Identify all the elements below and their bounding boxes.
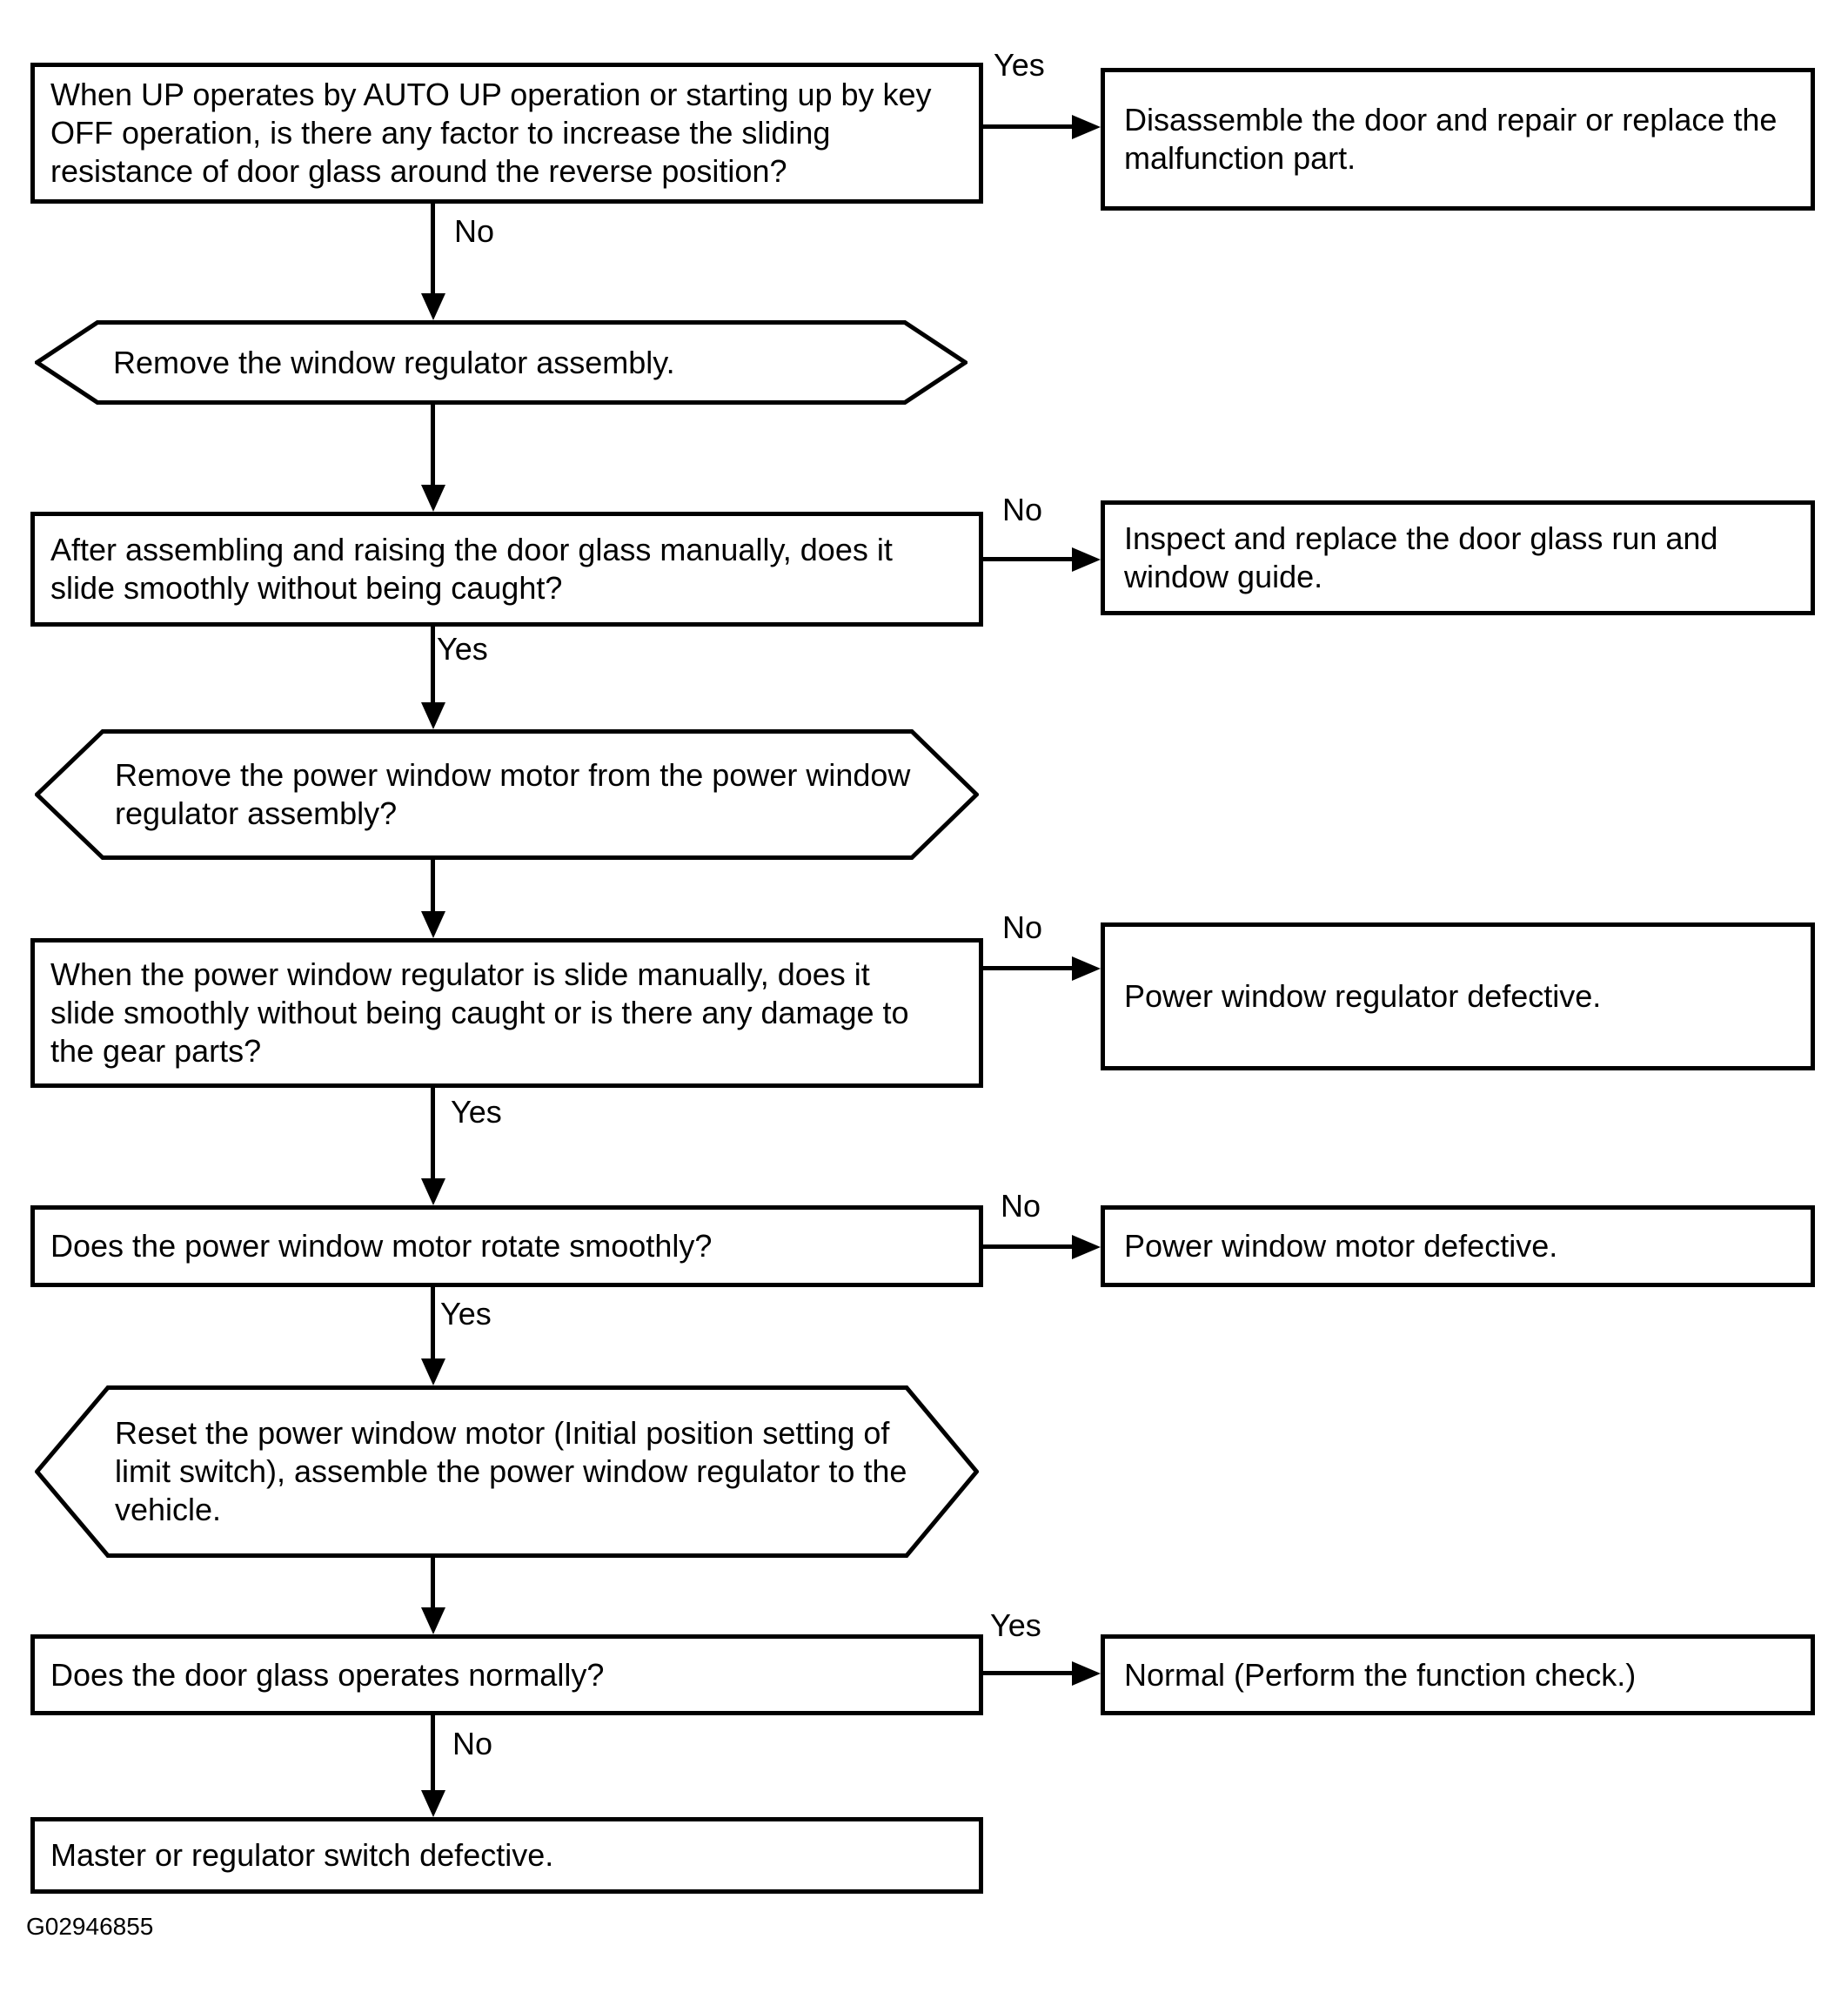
process-hexagon-remove-motor: Remove the power window motor from the p… bbox=[35, 729, 979, 860]
connector-q1-p1 bbox=[431, 204, 435, 296]
result-text: Disassemble the door and repair or repla… bbox=[1124, 102, 1778, 176]
connector-q1-a1 bbox=[983, 124, 1072, 129]
arrowhead-down-icon bbox=[421, 911, 445, 938]
result-box-motor-defective: Power window motor defective. bbox=[1101, 1205, 1815, 1287]
arrowhead-right-icon bbox=[1072, 1661, 1101, 1686]
decision-box-glass-operates-normally: Does the door glass operates normally? bbox=[30, 1634, 983, 1715]
figure-id: G02946855 bbox=[26, 1913, 154, 1940]
arrowhead-down-icon bbox=[421, 1790, 445, 1817]
connector-q5-a5 bbox=[983, 1671, 1072, 1675]
result-text: Inspect and replace the door glass run a… bbox=[1124, 520, 1718, 594]
hexagon-outline bbox=[35, 729, 979, 860]
process-text: Remove the window regulator assembly. bbox=[113, 344, 675, 380]
connector-q3-q4 bbox=[431, 1088, 435, 1181]
arrowhead-down-icon bbox=[421, 1178, 445, 1205]
decision-text: Does the power window motor rotate smoot… bbox=[50, 1228, 713, 1264]
arrowhead-down-icon bbox=[421, 293, 445, 320]
result-text: Normal (Perform the function check.) bbox=[1124, 1656, 1637, 1693]
connector-q4-p3 bbox=[431, 1287, 435, 1361]
decision-box-auto-up-resistance: When UP operates by AUTO UP operation or… bbox=[30, 63, 983, 204]
process-text: Reset the power window motor (Initial po… bbox=[115, 1415, 907, 1527]
connector-q4-a4 bbox=[983, 1244, 1072, 1249]
decision-box-glass-slides-smoothly: After assembling and raising the door gl… bbox=[30, 512, 983, 627]
hexagon-outline bbox=[35, 320, 968, 405]
connector-q2-p2 bbox=[431, 627, 435, 705]
result-box-inspect-glass-run: Inspect and replace the door glass run a… bbox=[1101, 500, 1815, 615]
edge-label-no: No bbox=[1002, 492, 1043, 527]
edge-label-yes: Yes bbox=[440, 1296, 492, 1332]
edge-label-yes: Yes bbox=[451, 1094, 502, 1130]
result-text: Power window motor defective. bbox=[1124, 1228, 1558, 1264]
decision-box-regulator-slides-smoothly: When the power window regulator is slide… bbox=[30, 938, 983, 1088]
decision-text: When UP operates by AUTO UP operation or… bbox=[50, 77, 932, 189]
result-text: Power window regulator defective. bbox=[1124, 978, 1602, 1014]
edge-label-no: No bbox=[1001, 1188, 1041, 1224]
connector-p2-q3 bbox=[431, 860, 435, 914]
arrowhead-right-icon bbox=[1072, 956, 1101, 981]
connector-p1-q2 bbox=[431, 405, 435, 487]
result-text: Master or regulator switch defective. bbox=[50, 1837, 554, 1873]
process-hexagon-remove-regulator: Remove the window regulator assembly. bbox=[35, 320, 968, 405]
process-hexagon-reset-motor: Reset the power window motor (Initial po… bbox=[35, 1385, 979, 1558]
decision-box-motor-rotates-smoothly: Does the power window motor rotate smoot… bbox=[30, 1205, 983, 1287]
decision-text: When the power window regulator is slide… bbox=[50, 956, 909, 1069]
arrowhead-down-icon bbox=[421, 1607, 445, 1634]
result-box-switch-defective: Master or regulator switch defective. bbox=[30, 1817, 983, 1894]
connector-p3-q5 bbox=[431, 1558, 435, 1610]
edge-label-yes: Yes bbox=[437, 631, 488, 667]
arrowhead-down-icon bbox=[421, 485, 445, 512]
connector-q2-a2 bbox=[983, 557, 1072, 561]
hexagon-outline bbox=[35, 1385, 979, 1558]
edge-label-no: No bbox=[1002, 909, 1043, 945]
result-box-disassemble-door: Disassemble the door and repair or repla… bbox=[1101, 68, 1815, 211]
arrowhead-down-icon bbox=[421, 1358, 445, 1385]
edge-label-no: No bbox=[452, 1726, 493, 1761]
result-box-regulator-defective: Power window regulator defective. bbox=[1101, 922, 1815, 1070]
connector-q3-a3 bbox=[983, 966, 1072, 970]
decision-text: After assembling and raising the door gl… bbox=[50, 532, 893, 606]
result-box-normal: Normal (Perform the function check.) bbox=[1101, 1634, 1815, 1715]
arrowhead-right-icon bbox=[1072, 1235, 1101, 1259]
edge-label-no: No bbox=[454, 213, 495, 249]
edge-label-yes: Yes bbox=[990, 1607, 1041, 1643]
process-text: Remove the power window motor from the p… bbox=[115, 757, 911, 831]
edge-label-yes: Yes bbox=[994, 47, 1045, 83]
decision-text: Does the door glass operates normally? bbox=[50, 1656, 605, 1693]
connector-q5-end bbox=[431, 1715, 435, 1793]
arrowhead-right-icon bbox=[1072, 547, 1101, 572]
arrowhead-down-icon bbox=[421, 702, 445, 729]
arrowhead-right-icon bbox=[1072, 115, 1101, 139]
